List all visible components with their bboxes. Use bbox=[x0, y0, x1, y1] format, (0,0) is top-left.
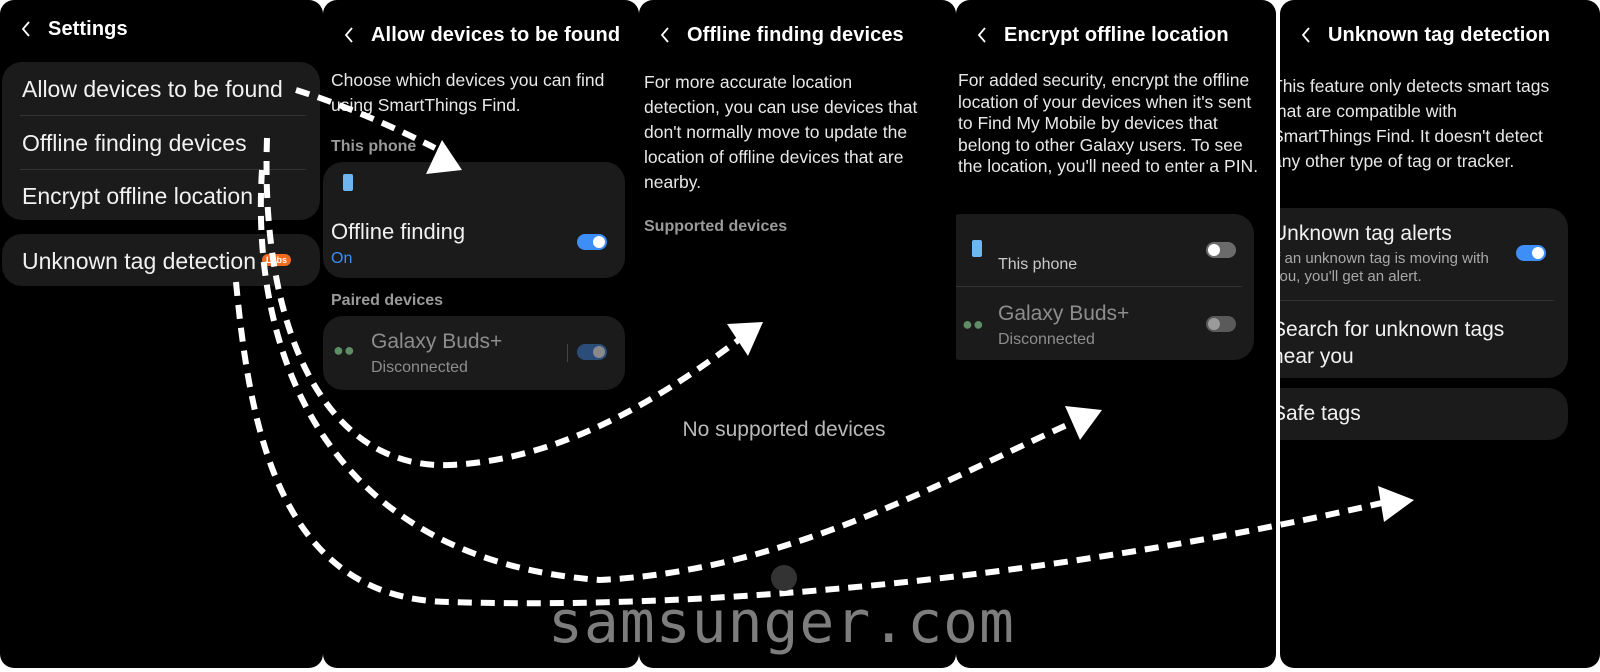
earbuds-icon: ●● bbox=[962, 314, 984, 334]
allow-description: Choose which devices you can find using … bbox=[331, 70, 605, 115]
settings-card: Allow devices to be found Offline findin… bbox=[2, 62, 320, 220]
this-phone-label: This phone bbox=[998, 256, 1078, 273]
unknown-tag-alerts-title[interactable]: Unknown tag alerts bbox=[1280, 222, 1452, 245]
divider bbox=[567, 344, 568, 362]
offline-finding-label: Offline finding bbox=[331, 219, 466, 244]
labs-badge: Labs bbox=[262, 254, 292, 266]
unknown-tag-panel: Unknown tag detection This feature only … bbox=[1280, 0, 1600, 668]
phone-icon bbox=[343, 174, 353, 191]
section-this-phone: This phone bbox=[331, 138, 417, 155]
settings-panel: Settings Allow devices to be found Offli… bbox=[0, 0, 323, 668]
safe-tags-item[interactable]: Safe tags bbox=[1280, 402, 1361, 425]
this-phone-toggle[interactable] bbox=[1206, 242, 1236, 258]
phone-icon bbox=[972, 240, 982, 257]
unknown-description: This feature only detects smart tags tha… bbox=[1280, 76, 1550, 171]
buds-status: Disconnected bbox=[998, 331, 1095, 348]
empty-state-text: No supported devices bbox=[682, 418, 886, 441]
encrypt-location-panel: Encrypt offline location For added secur… bbox=[956, 0, 1276, 668]
divider bbox=[20, 169, 306, 170]
buds-name: Galaxy Buds+ bbox=[371, 330, 503, 353]
allow-header: Allow devices to be found bbox=[339, 18, 631, 52]
unknown-header: Unknown tag detection bbox=[1296, 18, 1592, 52]
menu-unknown-tag-detection[interactable]: Unknown tag detection bbox=[22, 248, 256, 274]
search-unknown-tags[interactable]: Search for unknown tags near you bbox=[1280, 318, 1505, 368]
back-arrow-icon[interactable] bbox=[655, 25, 675, 45]
offline-header: Offline finding devices bbox=[655, 18, 948, 52]
carousel-indicator bbox=[771, 565, 797, 591]
buds-name: Galaxy Buds+ bbox=[998, 302, 1130, 325]
menu-encrypt-location[interactable]: Encrypt offline location bbox=[22, 183, 253, 209]
offline-finding-state: On bbox=[331, 250, 353, 267]
divider bbox=[956, 286, 1242, 287]
unknown-tag-alerts-desc: If an unknown tag is moving with you, yo… bbox=[1280, 250, 1489, 285]
menu-offline-finding[interactable]: Offline finding devices bbox=[22, 130, 247, 156]
page-title: Unknown tag detection bbox=[1328, 23, 1551, 46]
divider bbox=[1280, 300, 1554, 301]
section-paired-devices: Paired devices bbox=[331, 292, 444, 309]
offline-finding-toggle[interactable] bbox=[577, 234, 607, 250]
safe-tags-card: Safe tags bbox=[1280, 388, 1568, 440]
menu-allow-devices[interactable]: Allow devices to be found bbox=[22, 76, 283, 102]
back-arrow-icon[interactable] bbox=[339, 25, 359, 45]
watermark: samsunger.com bbox=[548, 588, 1015, 656]
page-title: Offline finding devices bbox=[687, 23, 904, 46]
back-arrow-icon[interactable] bbox=[16, 19, 36, 39]
paired-buds-card: ●● Galaxy Buds+ Disconnected bbox=[323, 316, 625, 390]
page-title: Settings bbox=[48, 17, 128, 40]
encrypt-header: Encrypt offline location bbox=[972, 18, 1268, 52]
offline-description: For more accurate location detection, yo… bbox=[644, 72, 918, 192]
unknown-tag-card: Unknown tag detection Labs bbox=[2, 234, 320, 286]
section-supported-devices: Supported devices bbox=[644, 218, 788, 235]
back-arrow-icon[interactable] bbox=[1296, 25, 1316, 45]
buds-status: Disconnected bbox=[371, 359, 468, 376]
page-title: Allow devices to be found bbox=[371, 23, 621, 46]
divider bbox=[20, 115, 306, 116]
back-arrow-icon[interactable] bbox=[972, 25, 992, 45]
earbuds-icon: ●● bbox=[333, 340, 355, 360]
encrypt-devices-card: This phone ●● Galaxy Buds+ Disconnected bbox=[956, 214, 1254, 360]
buds-toggle[interactable] bbox=[1206, 316, 1236, 332]
settings-header: Settings bbox=[16, 12, 315, 46]
unknown-settings-card: Unknown tag alerts If an unknown tag is … bbox=[1280, 208, 1568, 378]
unknown-tag-alerts-toggle[interactable] bbox=[1516, 245, 1546, 261]
buds-toggle[interactable] bbox=[577, 344, 607, 360]
this-phone-card: Offline finding On bbox=[323, 162, 625, 278]
offline-finding-panel: Offline finding devices For more accurat… bbox=[639, 0, 956, 668]
encrypt-description: For added security, encrypt the offline … bbox=[958, 70, 1259, 176]
page-title: Encrypt offline location bbox=[1004, 23, 1229, 46]
allow-devices-panel: Allow devices to be found Choose which d… bbox=[323, 0, 639, 668]
